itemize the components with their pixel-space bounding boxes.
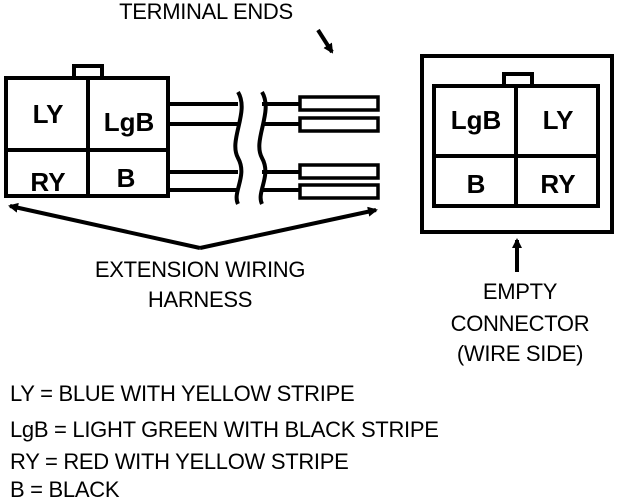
legend-item-lgb: LgB = LIGHT GREEN WITH BLACK STRIPE [10,417,439,442]
legend-item-ry: RY = RED WITH YELLOW STRIPE [10,449,349,474]
empty-cell-b: B [466,169,486,199]
empty-cell-ry: RY [540,169,576,199]
harness-cell-ly: LY [32,99,64,129]
terminal-ends [298,95,380,200]
empty-connector-label-line1: EMPTY [482,279,558,304]
terminal-ends-arrow [316,28,334,54]
harness-cell-ry: RY [30,167,66,197]
empty-connector-label-line2: CONNECTOR [450,311,590,336]
harness-cell-lgb: LgB [103,107,155,137]
empty-connector-label-line3: (WIRE SIDE) [456,341,584,366]
extension-harness-label-line1: EXTENSION WIRING [94,257,306,282]
harness-cell-b: B [116,163,136,193]
extension-harness-arrows [8,202,378,250]
legend-item-ly: LY = BLUE WITH YELLOW STRIPE [10,381,355,406]
harness-wires [168,102,300,192]
empty-cell-ly: LY [542,105,574,135]
extension-harness-label-line2: HARNESS [147,287,253,312]
terminal-ends-label: TERMINAL ENDS [119,0,293,24]
empty-connector [420,54,614,234]
harness-connector [4,64,170,198]
empty-cell-lgb: LgB [450,105,502,135]
wire-break-marks [233,90,268,205]
legend-item-b: B = BLACK [10,477,120,502]
